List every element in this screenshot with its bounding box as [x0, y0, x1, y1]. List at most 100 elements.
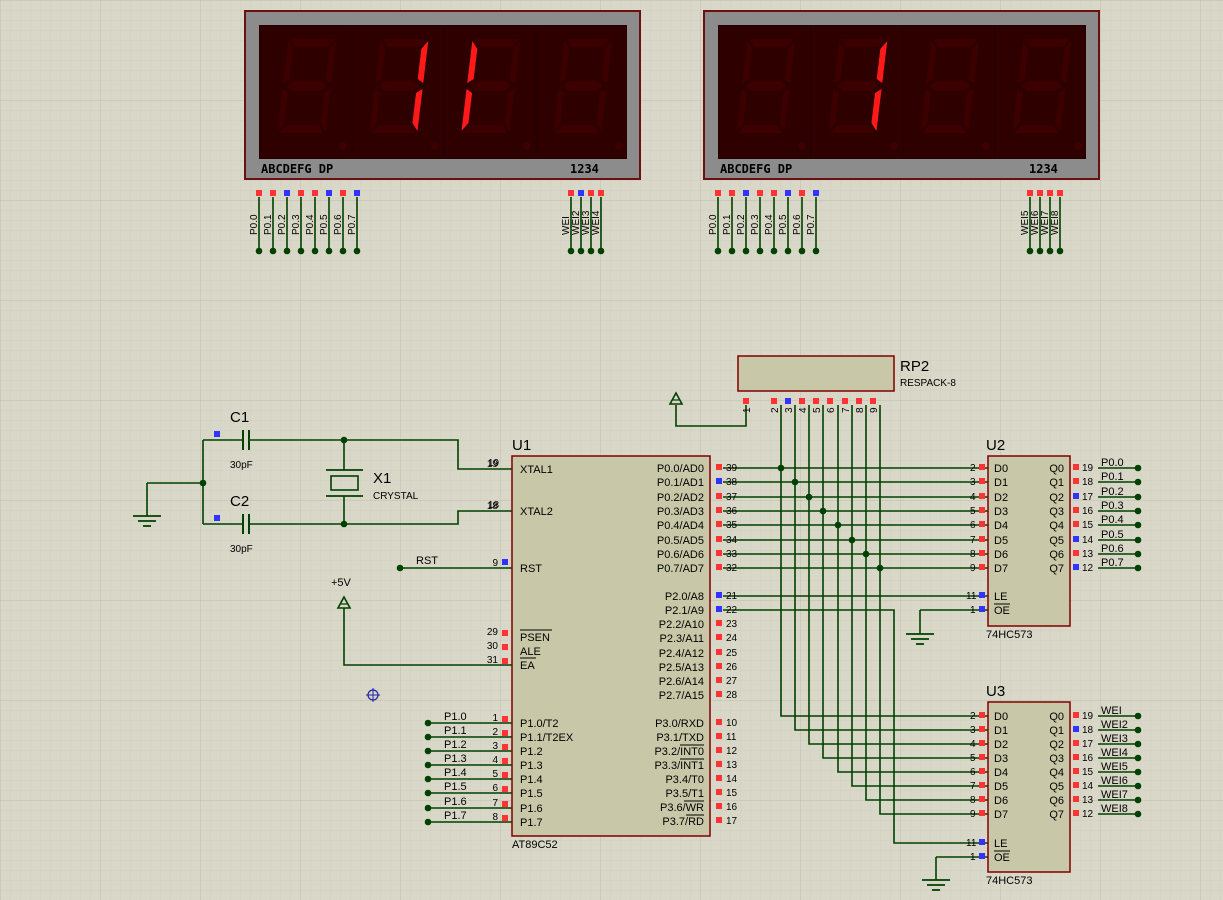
rp2-pin-state — [870, 398, 876, 404]
u1-pin-name: P1.4 — [520, 774, 543, 786]
u1-pin-state — [716, 592, 722, 598]
u1-pin-num: 13 — [726, 760, 738, 771]
display-1-seg-pin-state — [326, 190, 332, 196]
u3-in-name: D2 — [994, 739, 1008, 751]
display-1-digit-cell — [445, 27, 535, 157]
display-1-digit1-seg-d — [279, 125, 324, 133]
display-1-dig-pin-label: WEI4 — [591, 210, 602, 235]
u1-pin-num: 18 — [487, 501, 499, 512]
display-1-dig-pin-end — [567, 247, 575, 255]
display-1-seg-pin-state — [284, 190, 290, 196]
u1-pin-state — [502, 772, 508, 778]
u1-pin-num: 7 — [492, 798, 498, 809]
display-2-seg-pin-state — [715, 190, 721, 196]
display-2-dig-pin-end — [1056, 247, 1064, 255]
display-2-digit-cell — [720, 27, 810, 157]
display-2-digit4-seg-g — [1021, 81, 1062, 91]
display-2-digit2-dp — [890, 142, 898, 150]
u3-out-num: 18 — [1082, 725, 1094, 736]
u3-out-state — [1073, 810, 1079, 816]
display-2-seg-pin-end — [756, 247, 764, 255]
u1-pin-num: 39 — [726, 463, 738, 474]
u3-out-name: Q0 — [1049, 711, 1064, 723]
vcc-label: +5V — [331, 577, 352, 589]
u2-in-state — [979, 550, 985, 556]
wire — [723, 609, 988, 844]
u1-pin-state — [716, 536, 722, 542]
display-2-digit4-seg-c — [1055, 89, 1066, 131]
u2-in-state — [979, 536, 985, 542]
u1-pin-state — [716, 775, 722, 781]
u1-pin-name: P1.2 — [520, 746, 543, 758]
u1-pin-state — [716, 507, 722, 513]
display-2-dig-pin-state — [1037, 190, 1043, 196]
u2-oe-name: OE — [994, 605, 1010, 617]
u2-in-name: D2 — [994, 492, 1008, 504]
u1-pin-name: P2.5/A13 — [659, 662, 704, 674]
display-1-digit2-seg-b — [417, 41, 429, 83]
display-2-dig-pin-end — [1036, 247, 1044, 255]
rp2-pin-state — [856, 398, 862, 404]
u2-out-num: 15 — [1082, 520, 1094, 531]
u1-ref: U1 — [512, 437, 531, 454]
junction-dot — [791, 478, 799, 486]
u1-pin-state — [716, 649, 722, 655]
display-1-seg-pin-state — [256, 190, 262, 196]
display-1-seg-pin-state — [312, 190, 318, 196]
u1-pin-state — [716, 789, 722, 795]
display-1-digit-cell — [537, 27, 627, 157]
display-1-digit4-dp — [615, 142, 623, 150]
display-1-digit-label: 1234 — [570, 162, 599, 176]
u1-pin-state — [502, 744, 508, 750]
u3-out-state — [1073, 796, 1079, 802]
u1-pin-num: 21 — [726, 591, 738, 602]
p1-net-label: P1.0 — [444, 711, 467, 723]
u1-pin-state — [502, 716, 508, 722]
u2-in-name: D3 — [994, 506, 1008, 518]
u3-out-net-label: WEI8 — [1101, 803, 1128, 815]
u3-out-name: Q5 — [1049, 781, 1064, 793]
u1-pin-num: 37 — [726, 492, 738, 503]
display-1-dig-pin-label: WEI3 — [581, 210, 592, 235]
display-2-seg-pin-state — [799, 190, 805, 196]
u3-in-state — [979, 796, 985, 802]
u2-out-net-label: P0.0 — [1101, 457, 1124, 469]
display-2-digit4-dp — [1074, 142, 1082, 150]
display-1-seg-pin-end — [311, 247, 319, 255]
u3-out-net-label: WEI4 — [1101, 747, 1128, 759]
u1-pin-state — [716, 606, 722, 612]
u3-out-name: Q3 — [1049, 753, 1064, 765]
display-2-digit3-seg-f — [926, 41, 937, 83]
u1-pin-name: P3.5/T1 — [665, 788, 704, 800]
rp2-pin-num: 8 — [855, 407, 866, 413]
display-2-seg-pin-label: P0.6 — [792, 214, 803, 235]
u2-part: 74HC573 — [986, 629, 1032, 641]
junction-dot — [1134, 796, 1142, 804]
u1-pin-state — [716, 691, 722, 697]
u3-out-name: Q6 — [1049, 795, 1064, 807]
junction-dot — [424, 747, 432, 755]
u1-pin-name: P2.0/A8 — [665, 591, 704, 603]
u2-out-net-label: P0.2 — [1101, 486, 1124, 498]
u1-pin-state — [716, 733, 722, 739]
u3-out-num: 15 — [1082, 767, 1094, 778]
u2-out-net-label: P0.6 — [1101, 543, 1124, 555]
wire — [675, 405, 747, 427]
u2-le-name: LE — [994, 591, 1007, 603]
u1-pin-num: 27 — [726, 676, 738, 687]
display-2-seg-pin-label: P0.2 — [736, 214, 747, 235]
display-1-digit2-seg-e — [369, 89, 381, 131]
rp2-pin-num: 7 — [841, 407, 852, 413]
p1-net-label: P1.2 — [444, 739, 467, 751]
u1-pin-name: P1.6 — [520, 803, 543, 815]
display-2-digit3-seg-g — [929, 81, 970, 91]
u1-pin-num: 17 — [726, 816, 738, 827]
display-1-seg-pin-label: P0.3 — [291, 214, 302, 235]
display-2-seg-pin-label: P0.5 — [778, 214, 789, 235]
u1-pin-name: P0.7/AD7 — [657, 563, 704, 575]
u3-oe-name: OE — [994, 852, 1010, 864]
display-2-seg-pin-end — [812, 247, 820, 255]
display-1-digit1-seg-f — [283, 41, 294, 83]
